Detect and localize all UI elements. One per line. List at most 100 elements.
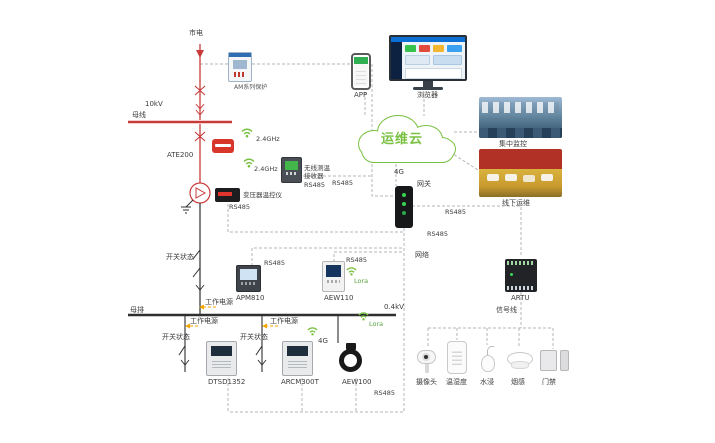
aew100-lora-label: Lora xyxy=(369,320,384,328)
smoke-detector-base xyxy=(511,361,529,369)
switch-status-label-2: 开关状态 xyxy=(162,333,190,341)
wifi-icon-24ghz-1 xyxy=(241,128,253,138)
dashboard-panel-1 xyxy=(405,55,430,65)
aew100-ct-device xyxy=(336,343,366,376)
receiver-label-line3: RS485 xyxy=(304,180,326,189)
work-power-label-3: 工作电源 xyxy=(270,317,298,325)
browser-label: 浏览器 xyxy=(417,91,438,99)
apm810-screen xyxy=(240,269,257,280)
smoke-detector-device xyxy=(506,349,534,373)
lv-voltage-label: 0.4kV xyxy=(384,303,404,311)
door-label: 门禁 xyxy=(542,378,556,386)
power-taps-yellow xyxy=(185,304,278,329)
bottom-busbar-label: 母排 xyxy=(130,306,144,314)
arcm300t-meter-device xyxy=(282,341,313,376)
receiver-label-line2: 接收器 xyxy=(304,172,324,181)
app-phone xyxy=(351,53,371,90)
monitor-base xyxy=(413,87,443,90)
aew110-device xyxy=(322,261,345,292)
central-monitoring-photo xyxy=(479,97,562,138)
freq-label-1: 2.4GHz xyxy=(256,135,280,143)
camera-device xyxy=(415,348,441,375)
aew110-screen xyxy=(326,265,341,277)
rs485-link-b-label: RS485 xyxy=(427,230,449,238)
artu-terminals-bottom xyxy=(507,286,535,290)
cloud-shape xyxy=(358,115,456,163)
camera-lens xyxy=(422,353,430,361)
aew100-label: AEW100 xyxy=(342,378,372,386)
aew100-ct-ring xyxy=(339,349,362,372)
apm810-rs485-label: RS485 xyxy=(264,259,286,267)
receiver-buttons xyxy=(286,172,297,175)
relay-top-strip xyxy=(229,53,251,57)
arcm300t-label: ARCM300T xyxy=(281,378,319,386)
camera-mount xyxy=(425,364,429,373)
power-lines-black xyxy=(128,199,396,372)
wireless-temp-receiver-device xyxy=(281,157,302,183)
wifi-icon-lora-aew110 xyxy=(346,267,357,276)
apm810-meter-device xyxy=(236,265,261,292)
gateway-device xyxy=(395,186,413,228)
receiver-screen xyxy=(285,161,298,170)
aew110-rs485-label: RS485 xyxy=(346,256,368,264)
gateway-label: 网关 xyxy=(417,180,431,188)
transformer-temp-controller-device xyxy=(215,188,240,202)
dtsd1352-label: DTSD1352 xyxy=(208,378,246,386)
network-label: 网络 xyxy=(415,251,429,259)
field-operations-label: 线下运维 xyxy=(502,199,530,207)
door-sensor-strip xyxy=(560,350,569,371)
wifi-icon-24ghz-2 xyxy=(243,158,255,168)
dashboard-panel-3 xyxy=(405,68,462,79)
signal-line-label: 信号线 xyxy=(496,306,517,314)
power-lines-red xyxy=(128,44,232,204)
apm810-buttons xyxy=(241,282,256,285)
receiver-label: 无线测温 接收器 RS485 xyxy=(304,164,330,189)
browser-monitor xyxy=(389,35,467,93)
arcm-4g-label: 4G xyxy=(318,337,328,345)
aew110-buttons xyxy=(327,280,340,283)
aew100-module xyxy=(346,343,356,350)
top-busbar-label: 母线 xyxy=(132,111,146,119)
receiver-label-line1: 无线测温 xyxy=(304,164,330,172)
relay-label: AM系列保护 xyxy=(234,84,268,91)
smoke-label: 烟感 xyxy=(511,378,525,386)
dashboard-tile-green xyxy=(405,45,416,52)
monitor-sidebar xyxy=(391,42,402,79)
relay-screen xyxy=(233,60,247,69)
monitor-stand xyxy=(423,81,433,87)
arcm300t-screen xyxy=(287,346,308,356)
apm810-label: APM810 xyxy=(236,294,265,302)
monitor-screen xyxy=(389,35,467,81)
central-monitoring-label: 集中监控 xyxy=(499,140,527,148)
transformer-controller-rs485-label: RS485 xyxy=(229,203,251,211)
dtsd1352-terminals xyxy=(212,359,231,368)
field-operations-photo xyxy=(479,149,562,197)
dashboard-tile-blue xyxy=(447,45,462,52)
relay-buttons xyxy=(234,72,246,77)
app-label: APP xyxy=(354,91,368,99)
aew110-label: AEW110 xyxy=(324,294,354,302)
work-power-label-2: 工作电源 xyxy=(190,317,218,325)
water-label: 水浸 xyxy=(480,378,494,386)
wifi-icon-4g-arcm xyxy=(307,327,318,336)
temp-humidity-sensor-device xyxy=(447,341,467,374)
protection-relay-device xyxy=(228,52,252,82)
bottom-rs485-label: RS485 xyxy=(374,389,396,397)
water-sensor-body xyxy=(481,355,495,372)
dashboard-tile-red xyxy=(419,45,430,52)
work-power-label-1: 工作电源 xyxy=(205,298,233,306)
transformer-controller-label: 变压器温控仪 xyxy=(243,191,282,199)
aew110-lora-label: Lora xyxy=(354,277,369,285)
monitor-header-bar xyxy=(391,37,465,42)
door-access-device xyxy=(540,350,570,372)
water-leak-sensor-device xyxy=(477,346,499,375)
gateway-4g-label: 4G xyxy=(394,168,404,176)
dashboard-panel-2 xyxy=(433,55,462,65)
vehicles xyxy=(487,174,499,181)
water-sensor-cable xyxy=(487,346,494,356)
door-sensor-main xyxy=(540,350,557,371)
artu-led xyxy=(510,273,513,276)
ate200-label: ATE200 xyxy=(167,151,194,159)
